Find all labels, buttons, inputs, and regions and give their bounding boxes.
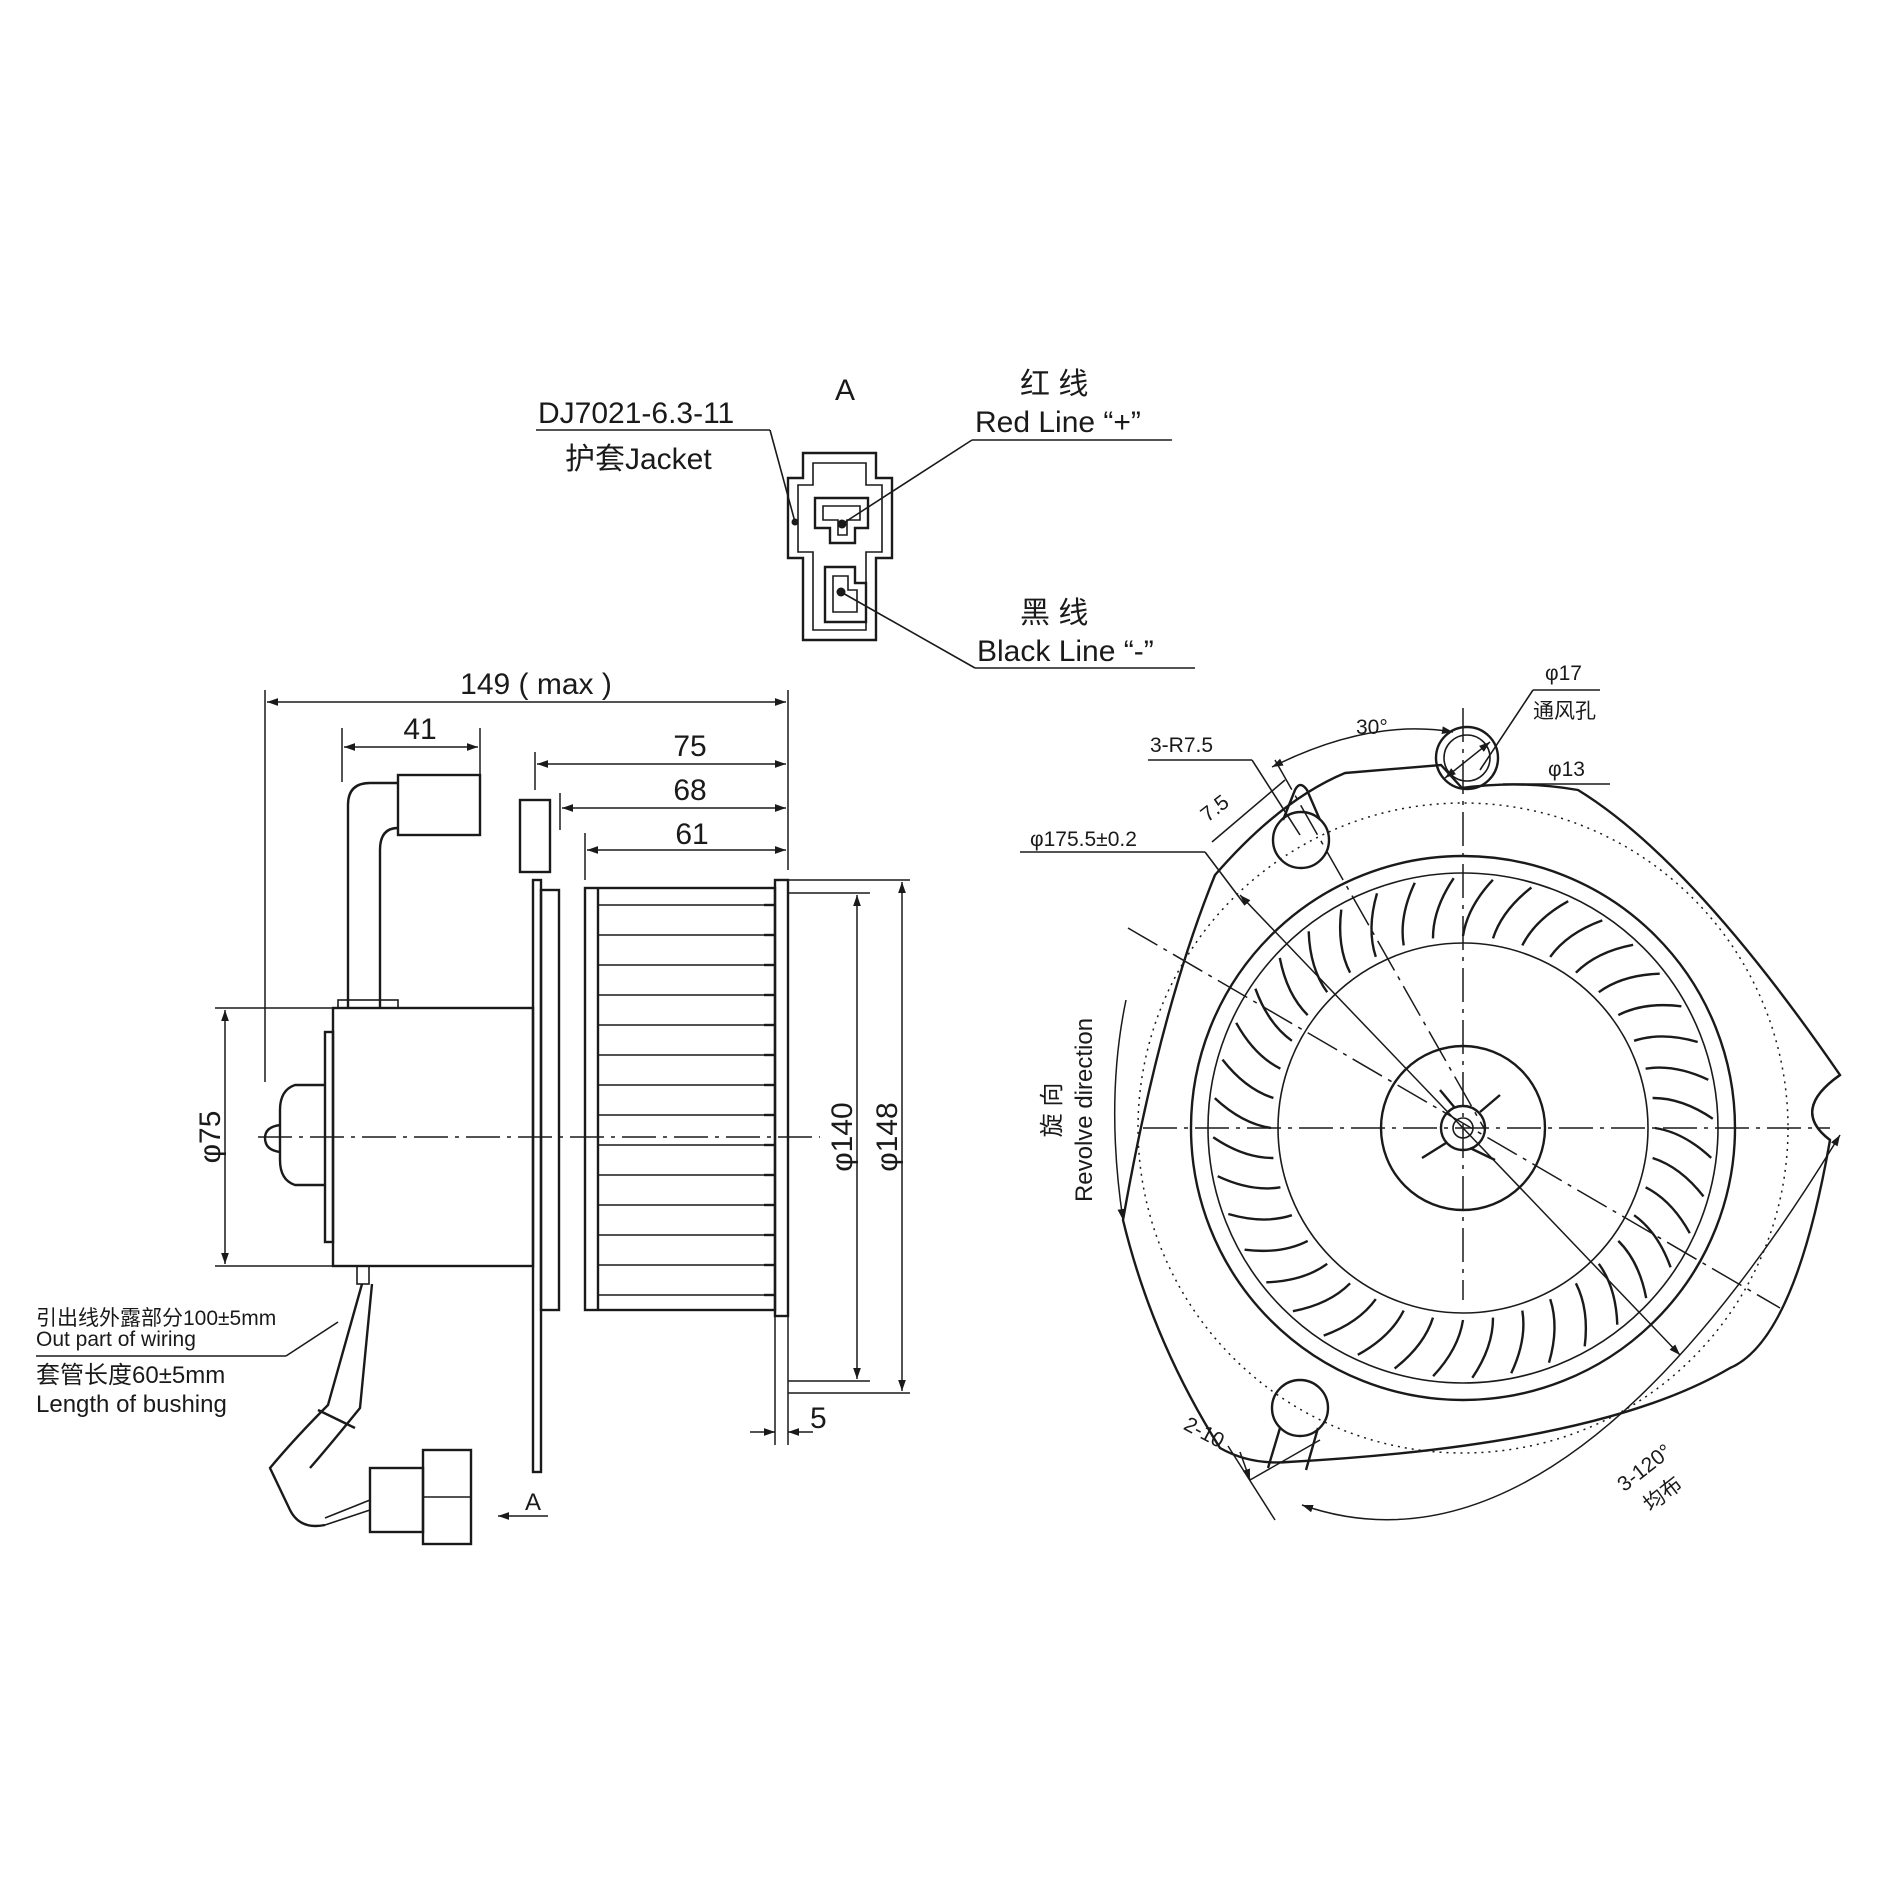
wiring-length-cn: 引出线外露部分100±5mm xyxy=(36,1307,276,1330)
impeller-blade xyxy=(1212,1136,1274,1160)
impeller-blade xyxy=(1278,957,1309,1016)
mount-slot-right xyxy=(1811,1074,1841,1141)
mount-slot-top xyxy=(1271,783,1331,870)
impeller-blade xyxy=(1221,1058,1274,1100)
mounting-flange xyxy=(1121,763,1842,1464)
part-number-label: DJ7021-6.3-11 xyxy=(538,397,734,430)
dim-68: 68 xyxy=(673,774,706,807)
dim-75: 75 xyxy=(673,730,706,763)
rotation-en: Revolve direction xyxy=(1071,1018,1098,1202)
blade-ticks xyxy=(764,903,775,1297)
impeller-blade xyxy=(1597,1263,1619,1325)
vent-label-cn: 通风孔 xyxy=(1533,700,1596,723)
dim-overall-length: 149 ( max ) xyxy=(460,668,612,701)
impeller-blade xyxy=(1307,931,1329,993)
impeller-blade xyxy=(1510,1310,1525,1374)
dim-41: 41 xyxy=(403,713,436,746)
view-arrow-label: A xyxy=(525,1489,541,1516)
impeller-blade xyxy=(1521,900,1569,946)
impeller-blade xyxy=(1654,1126,1713,1159)
impeller-blade xyxy=(1393,1317,1435,1370)
slot-radius: 3-R7.5 xyxy=(1150,734,1213,757)
blower-wheel xyxy=(583,886,777,1312)
pcd-label: φ175.5±0.2 xyxy=(1030,828,1137,851)
impeller-blades xyxy=(1212,877,1714,1379)
impeller-blade xyxy=(1471,1317,1495,1379)
rotation-cn: 旋 向 xyxy=(1039,1083,1066,1138)
impeller-blade xyxy=(1574,1282,1588,1347)
wiring-length-en: Out part of wiring xyxy=(36,1328,196,1351)
impeller-blade xyxy=(1338,909,1352,974)
impeller-blade xyxy=(1235,1022,1281,1070)
impeller-blade xyxy=(1617,1003,1682,1017)
impeller-blade xyxy=(1652,1156,1705,1198)
impeller-blade xyxy=(1357,1310,1405,1356)
vent-diameter: φ17 xyxy=(1545,662,1582,685)
dim-phi148: φ148 xyxy=(871,1102,904,1172)
dim-phi75: φ75 xyxy=(194,1111,227,1164)
impeller-blade xyxy=(1549,919,1603,958)
impeller-blade xyxy=(1652,1096,1714,1120)
impeller-blade xyxy=(1598,972,1660,994)
impeller-blade xyxy=(1254,988,1293,1042)
jacket-label: 护套Jacket xyxy=(565,443,712,476)
impeller-blade xyxy=(1370,892,1379,958)
connector-view: A DJ7021-6.3-11 护套Jacket 红 线 Red Line “+… xyxy=(536,368,1195,669)
impeller-blade xyxy=(1213,1097,1272,1130)
side-view: 149 ( max ) 41 75 68 61 xyxy=(36,668,910,1546)
impeller-blade xyxy=(1227,1212,1293,1221)
impeller-blade xyxy=(1217,1175,1281,1190)
wire-connector xyxy=(396,773,482,837)
front-view: 30° φ17 通风孔 φ13 3-R7.5 7.5 φ175.5±0.2 旋 … xyxy=(1020,662,1842,1521)
bushing-length-en: Length of bushing xyxy=(36,1391,227,1418)
impeller-blade xyxy=(1645,1186,1691,1234)
impeller-blade xyxy=(1547,1298,1556,1364)
impeller-blade xyxy=(1645,1066,1709,1081)
impeller-blade xyxy=(1431,877,1455,939)
impeller-blade xyxy=(1633,1035,1699,1044)
impeller-blade xyxy=(1292,1282,1351,1313)
vent-inner-diameter: φ13 xyxy=(1548,758,1585,781)
impeller-blade xyxy=(1617,1240,1648,1299)
slot-width: 7.5 xyxy=(1196,791,1233,827)
impeller-blade xyxy=(1461,878,1494,937)
black-line-en: Black Line “-” xyxy=(977,635,1154,668)
impeller-blade xyxy=(1633,1214,1672,1268)
impeller-blade xyxy=(1323,1298,1377,1337)
impeller-blade xyxy=(1575,943,1634,974)
red-line-en: Red Line “+” xyxy=(975,406,1141,439)
angle-30: 30° xyxy=(1356,716,1388,739)
bushing-length-cn: 套管长度60±5mm xyxy=(36,1362,225,1389)
mount-slot-bottom xyxy=(1266,1378,1330,1471)
dim-61: 61 xyxy=(675,818,708,851)
mounting-plate xyxy=(531,878,543,1474)
dim-phi140: φ140 xyxy=(826,1102,859,1172)
view-letter: A xyxy=(835,374,855,407)
impeller-blade xyxy=(1401,882,1416,946)
connector-housing xyxy=(786,451,894,642)
dim-5: 5 xyxy=(810,1402,827,1435)
red-line-cn: 红 线 xyxy=(1020,368,1088,401)
terminal-connector-1 xyxy=(368,1466,425,1534)
holes-label: 2-10 xyxy=(1180,1413,1228,1453)
blade-lines xyxy=(598,904,775,1296)
black-line-cn: 黑 线 xyxy=(1020,597,1088,630)
impeller-blade xyxy=(1432,1319,1465,1378)
impeller-blade xyxy=(1491,886,1533,939)
impeller-blade xyxy=(1266,1262,1328,1284)
impeller-blade xyxy=(1244,1239,1309,1253)
